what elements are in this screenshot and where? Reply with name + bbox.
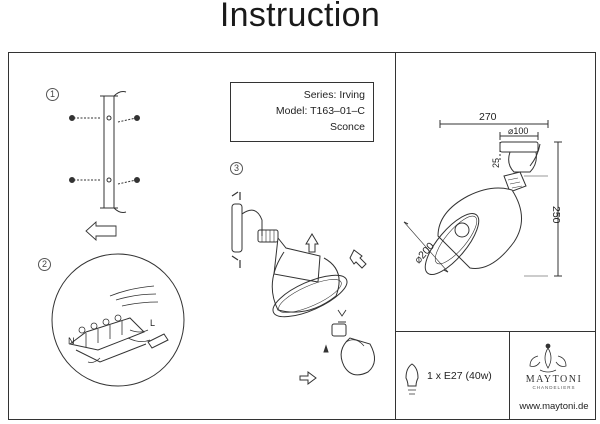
divider-footer bbox=[509, 331, 510, 420]
dim-base-diameter: ⌀100 bbox=[508, 126, 529, 136]
step-1-number: 1 bbox=[46, 88, 59, 101]
divider-vertical bbox=[395, 52, 396, 420]
brand-website: www.maytoni.de bbox=[519, 401, 589, 412]
dimension-drawing bbox=[403, 120, 562, 277]
step-2-number: 2 bbox=[38, 258, 51, 271]
series-label: Series: Irving bbox=[303, 89, 365, 101]
assembly-drawing bbox=[231, 191, 375, 385]
step-3-number: 3 bbox=[230, 162, 243, 175]
page-title: Instruction bbox=[219, 0, 381, 34]
dim-width: 270 bbox=[479, 111, 497, 123]
mounting-bracket-drawing bbox=[69, 91, 140, 242]
dim-offset: 25 bbox=[491, 157, 501, 168]
instruction-frame bbox=[8, 52, 596, 420]
bulb-icon bbox=[405, 363, 419, 395]
brand-tagline: CHANDELIERS bbox=[532, 385, 576, 390]
wiring-label-l: L bbox=[150, 318, 156, 328]
model-label: Model: T163–01–C bbox=[275, 105, 365, 117]
dim-height: 250 bbox=[550, 206, 562, 224]
divider-horizontal bbox=[395, 331, 596, 332]
wiring-label-n: N bbox=[68, 336, 75, 346]
brand-name: MAYTONI bbox=[525, 374, 583, 385]
product-info-box: Series: Irving Model: T163–01–C Sconce bbox=[230, 82, 374, 142]
wiring-detail-drawing bbox=[51, 253, 185, 387]
brand-logo-mark bbox=[529, 343, 567, 373]
type-label: Sconce bbox=[329, 121, 365, 133]
lamp-spec: 1 x E27 (40w) bbox=[427, 370, 492, 382]
